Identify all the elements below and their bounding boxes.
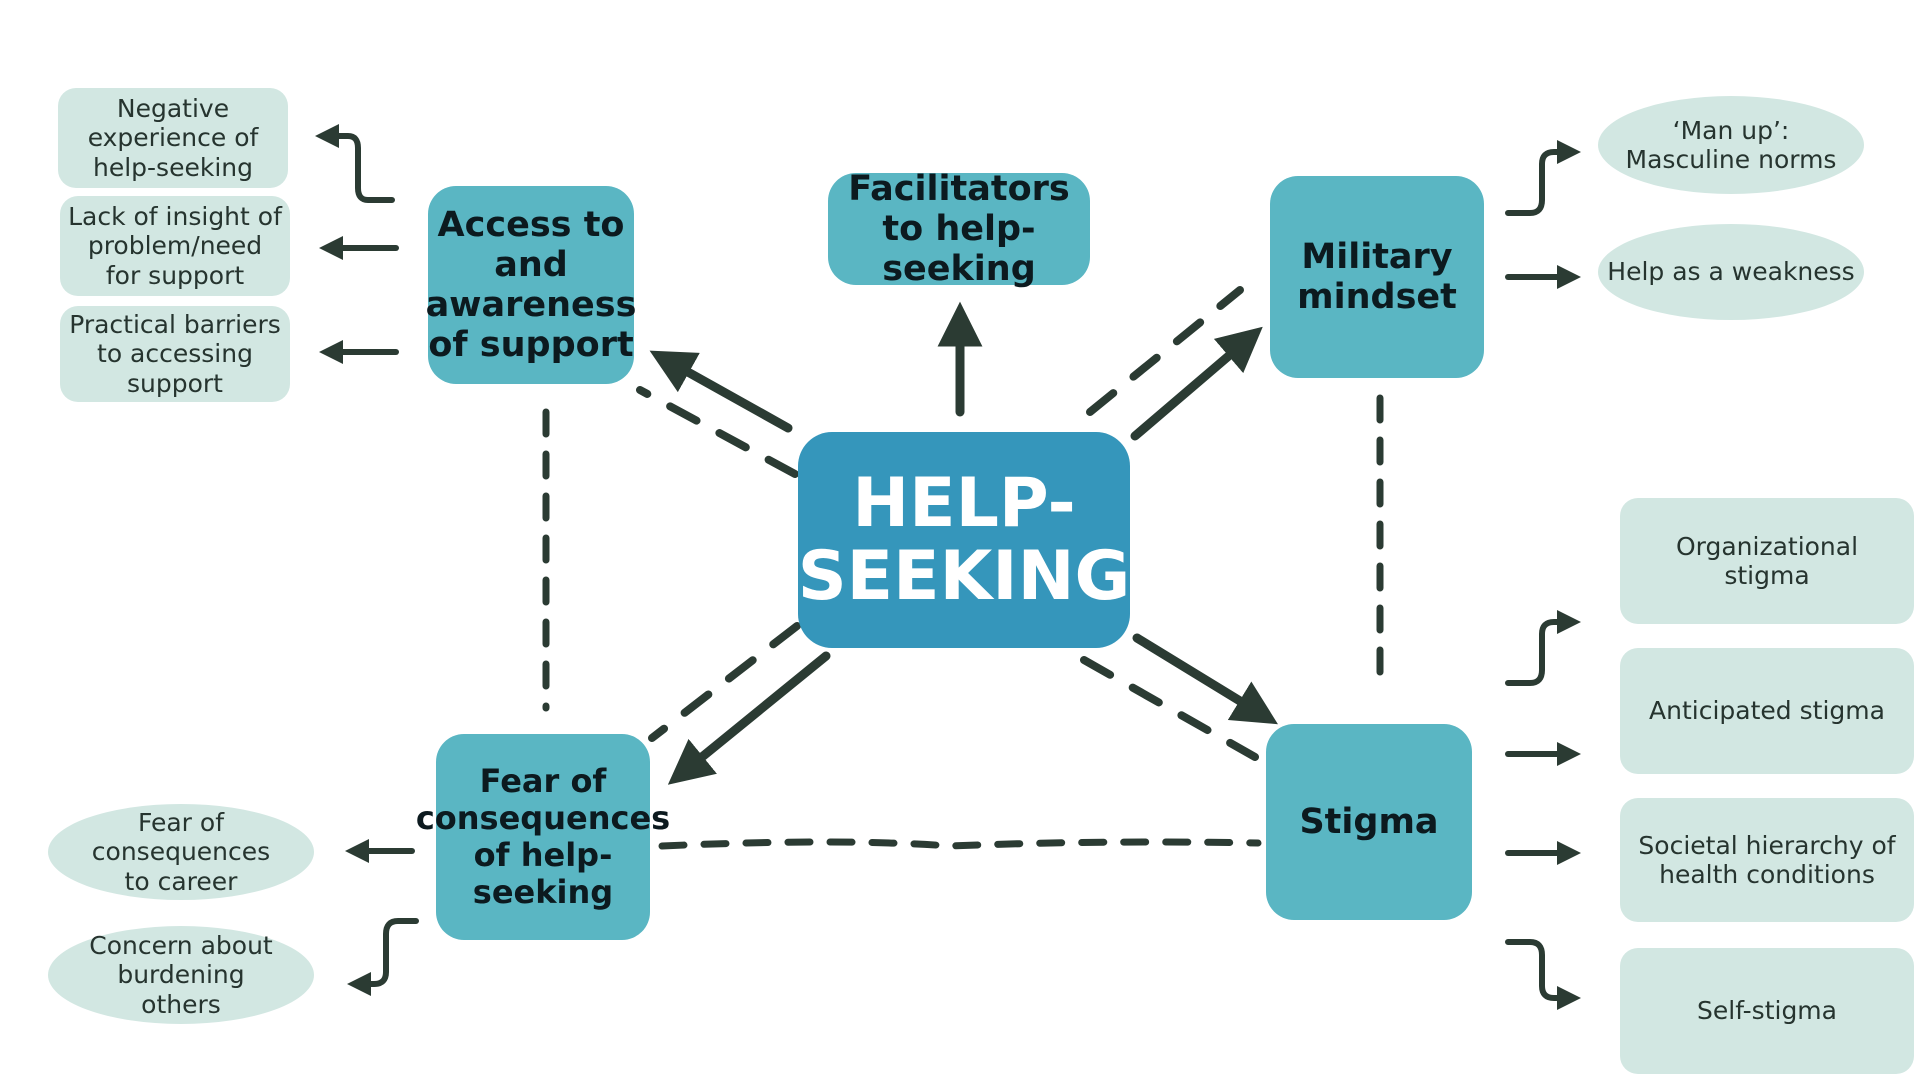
military-item-help-as-weakness: Help as a weakness xyxy=(1598,224,1864,320)
arrow-to-military xyxy=(1130,326,1263,441)
dashed-link-center-fear xyxy=(648,622,801,742)
access-item-negative-experience: Negative experience of help-seeking xyxy=(58,88,288,188)
dashed-link-fear-stigma xyxy=(658,838,1262,850)
category-access-awareness: Access to and awareness of support xyxy=(426,186,636,384)
arrow-fear-item-2 xyxy=(347,918,419,996)
dashed-link-center-access xyxy=(636,386,799,478)
stigma-item-self-stigma: Self-stigma xyxy=(1620,948,1914,1074)
dashed-link-center-stigma xyxy=(1080,656,1259,761)
access-item-practical-barriers: Practical barriers to accessing support xyxy=(60,306,290,402)
arrow-stigma-item-1 xyxy=(1505,610,1581,686)
category-facilitators: Facilitators to help-seeking xyxy=(828,169,1090,289)
arrow-to-fear xyxy=(667,651,831,785)
fear-item-career-consequences: Fear of consequences to career xyxy=(48,804,314,900)
military-item-masculine-norms: ‘Man up’: Masculine norms xyxy=(1598,96,1864,194)
center-node-help-seeking: HELP- SEEKING xyxy=(798,432,1130,648)
stigma-item-organizational: Organizational stigma xyxy=(1620,498,1914,624)
arrow-stigma-item-4 xyxy=(1505,939,1581,1010)
category-fear-of-consequences: Fear of consequences of help-seeking xyxy=(416,734,670,940)
arrow-to-stigma xyxy=(1132,633,1278,725)
arrow-to-access xyxy=(649,350,793,433)
dashed-link-center-military xyxy=(1086,286,1244,416)
category-stigma: Stigma xyxy=(1266,724,1472,920)
category-military-mindset: Military mindset xyxy=(1270,176,1484,378)
arrow-access-item-1 xyxy=(315,124,395,203)
fear-item-burdening-others: Concern about burdening others xyxy=(48,926,314,1024)
stigma-item-anticipated: Anticipated stigma xyxy=(1620,648,1914,774)
arrow-military-item-1 xyxy=(1505,140,1581,216)
stigma-item-societal-hierarchy: Societal hierarchy of health conditions xyxy=(1620,798,1914,922)
access-item-lack-of-insight: Lack of insight of problem/need for supp… xyxy=(60,196,290,296)
